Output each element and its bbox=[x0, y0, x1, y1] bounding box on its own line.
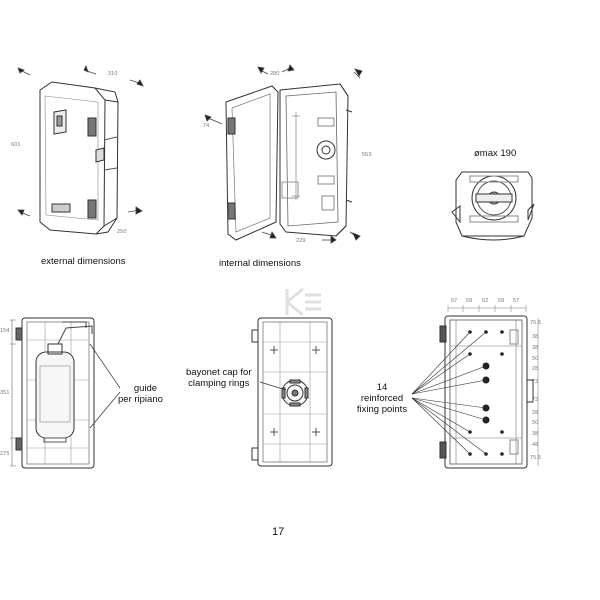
caption-bayonet: bayonet cap for clamping rings bbox=[186, 367, 252, 389]
dim-back-right-11: 48 bbox=[532, 442, 539, 448]
dim-back-top-2: 59 bbox=[466, 298, 473, 304]
dim-internal-height: 553 bbox=[362, 152, 372, 158]
dim-back-right-12: 75.5 bbox=[530, 455, 542, 461]
dim-back-right-3: 38 bbox=[532, 345, 539, 351]
page-number: 17 bbox=[272, 526, 285, 538]
watermark-logo bbox=[285, 287, 321, 317]
dim-back-top-4: 59 bbox=[498, 298, 505, 304]
dim-back-right-2: 38 bbox=[532, 334, 539, 340]
caption-max-diameter: ømax 190 bbox=[474, 148, 517, 159]
top-view-drawing bbox=[451, 171, 535, 241]
internal-cabinet-drawing bbox=[204, 64, 363, 244]
dim-internal-door: 74 bbox=[203, 123, 210, 129]
dim-internal-depth: 229 bbox=[296, 238, 306, 244]
dim-back-right-5: 28 bbox=[532, 366, 539, 372]
caption-fixing-points: 14 reinforced fixing points bbox=[354, 382, 410, 415]
dim-back-right-10: 38 bbox=[532, 431, 539, 437]
dim-back-right-9: 50 bbox=[532, 420, 539, 426]
back-view-bayonet-drawing bbox=[251, 317, 333, 467]
caption-bayonet-line2: clamping rings bbox=[188, 378, 250, 389]
dim-front-top: 154 bbox=[0, 328, 10, 334]
caption-fixing-count: 14 bbox=[376, 382, 388, 393]
dim-front-mid: 351 bbox=[0, 390, 10, 396]
dim-back-top-3: 62 bbox=[482, 298, 489, 304]
dim-back-right-7: 73 bbox=[532, 397, 539, 403]
caption-external-dimensions: external dimensions bbox=[41, 256, 126, 267]
dim-external-height: 601 bbox=[11, 142, 21, 148]
caption-guide-line1: guide bbox=[133, 383, 158, 394]
front-view-extinguisher-drawing bbox=[10, 317, 95, 469]
dim-external-depth: 250 bbox=[117, 229, 127, 235]
guide-leader-lines bbox=[89, 343, 121, 429]
dim-back-right-6: 73 bbox=[532, 379, 539, 385]
caption-fixing-line3: fixing points bbox=[356, 404, 408, 415]
dim-external-width: 310 bbox=[108, 71, 118, 77]
caption-guide-line2: per ripiano bbox=[118, 394, 163, 405]
back-view-fixing-points-drawing bbox=[411, 305, 539, 469]
caption-guide: guide per ripiano bbox=[118, 383, 163, 405]
dim-back-top-5: 57 bbox=[513, 298, 520, 304]
dim-back-right-1: 75.5 bbox=[530, 320, 542, 326]
dim-back-right-8: 28 bbox=[532, 410, 539, 416]
caption-internal-dimensions: internal dimensions bbox=[219, 258, 301, 269]
dim-internal-width: 280 bbox=[270, 71, 280, 77]
external-cabinet-drawing bbox=[17, 64, 144, 235]
dim-back-right-4: 50 bbox=[532, 356, 539, 362]
caption-bayonet-line1: bayonet cap for bbox=[186, 367, 252, 378]
caption-fixing-line2: reinforced bbox=[360, 393, 404, 404]
dim-back-top-1: 57 bbox=[451, 298, 458, 304]
dim-front-bottom: 275 bbox=[0, 451, 10, 457]
